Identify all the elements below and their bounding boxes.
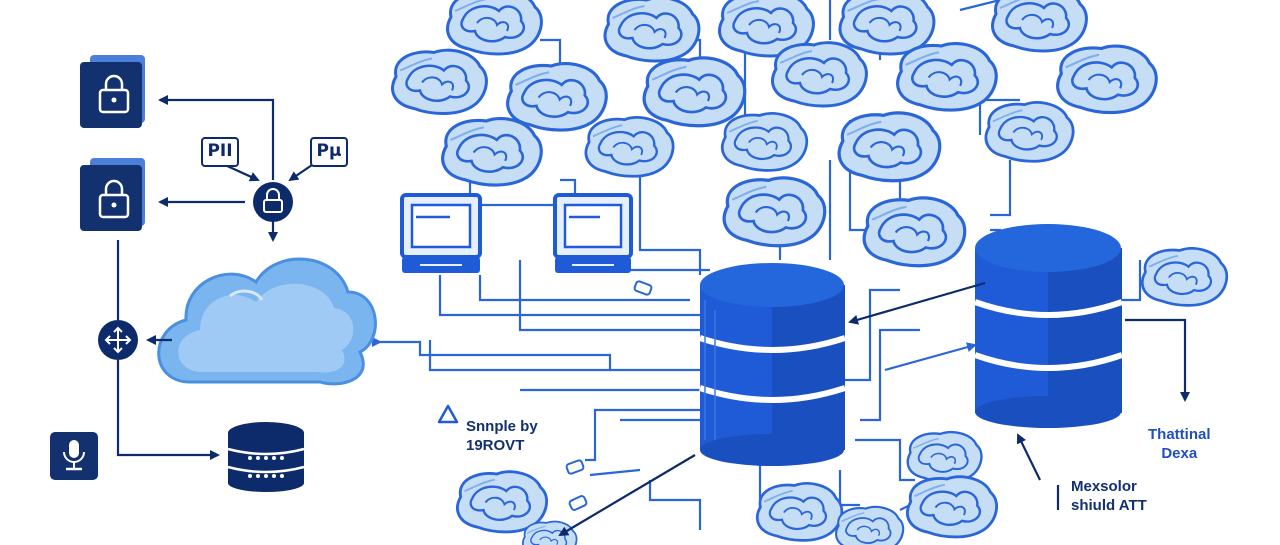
triangle-logo-icon <box>437 404 459 424</box>
database-icon <box>699 263 846 466</box>
sample-label-line2: 19ROVT <box>466 437 525 454</box>
mexsolor-label: Mexsolor shiuld ATT <box>1071 477 1147 515</box>
mexsolor-label-line1: Mexsolor <box>1071 478 1137 495</box>
lock-icon <box>80 55 145 128</box>
thattinal-label-line1: Thattinal <box>1148 426 1211 443</box>
sample-label-line1: Snnple by <box>466 418 538 435</box>
mexsolor-label-line2: shiuld ATT <box>1071 497 1147 514</box>
thattinal-label: Thattinal Dexa <box>1148 425 1211 463</box>
lock-icon <box>80 158 145 231</box>
pii-badge: PII <box>201 137 239 167</box>
database-icon <box>973 224 1123 428</box>
move-arrows-icon <box>98 320 138 360</box>
pu-badge: Pµ <box>310 137 348 167</box>
sample-label: Snnple by 19ROVT <box>466 417 538 455</box>
monitor-icon <box>553 193 633 273</box>
monitor-icon <box>400 193 482 273</box>
thattinal-label-line2: Dexa <box>1161 445 1198 462</box>
microphone-icon <box>50 432 98 480</box>
cloud-icon <box>157 257 377 386</box>
database-icon <box>227 422 305 492</box>
lock-icon <box>253 182 293 222</box>
